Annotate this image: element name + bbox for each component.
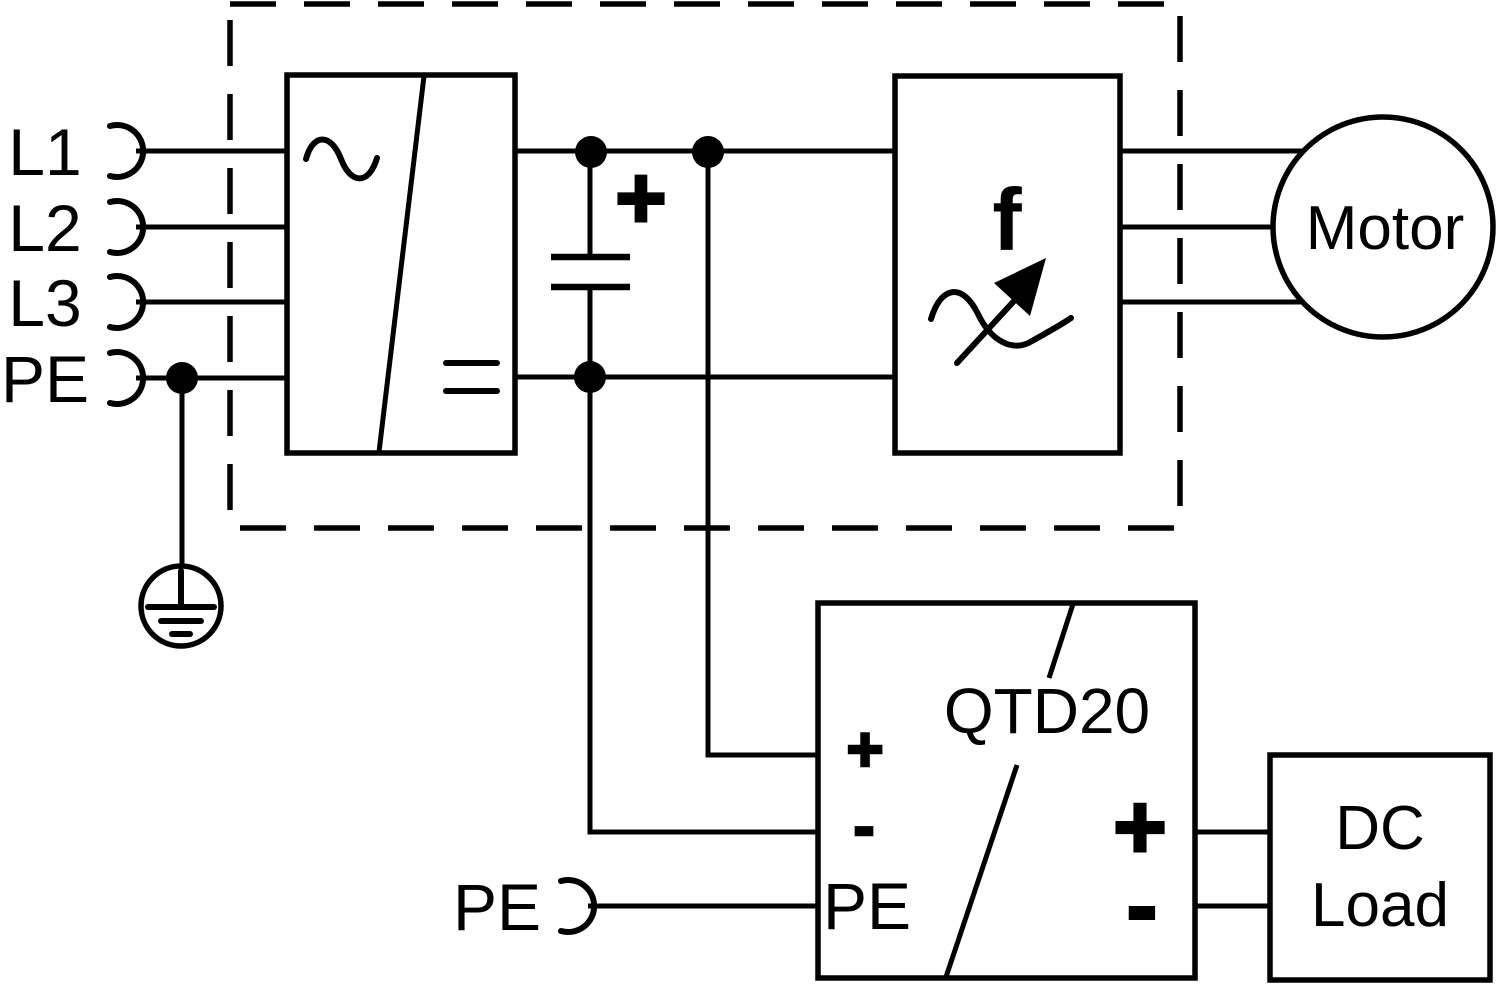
terminal-label-pe: PE xyxy=(1,342,89,416)
qtd20-output-plus-label: + xyxy=(1113,776,1167,878)
dc-load-label-line2: Load xyxy=(1311,871,1449,940)
variable-arrow-shaft xyxy=(954,298,1017,366)
ac-sine-icon xyxy=(303,136,380,182)
motor-label: Motor xyxy=(1306,194,1464,263)
qtd20-input-pe-label: PE xyxy=(823,869,911,943)
qtd20-diagonal-lower xyxy=(943,764,1020,978)
pe-bottom-terminal: PE xyxy=(453,870,818,944)
qtd20-diagonal-upper xyxy=(1046,603,1076,679)
motor-circle xyxy=(1270,114,1496,340)
qtd20-output-minus-label: - xyxy=(1127,855,1158,957)
inverter-frequency-label: f xyxy=(992,170,1022,269)
pe-input-label: PE xyxy=(453,870,541,944)
junction-dot xyxy=(575,136,607,168)
terminal-label-l2: L2 xyxy=(8,191,81,265)
ac-input-terminals: L1 L2 L3 PE xyxy=(1,115,287,416)
rectifier-block xyxy=(284,72,518,456)
wire-plus-tap xyxy=(705,152,818,758)
terminal-label-l3: L3 xyxy=(8,266,81,340)
variable-frequency-sine-icon xyxy=(928,289,1074,349)
qtd20-input-plus-label: + xyxy=(846,713,883,785)
dc-link-plus-label: + xyxy=(615,148,666,247)
wire-minus-tap xyxy=(587,377,818,835)
dc-tap-wires xyxy=(587,152,818,835)
inverter-box xyxy=(892,73,1123,456)
motor: Motor xyxy=(1120,114,1496,340)
drive-enclosure-outline xyxy=(227,1,1183,531)
dc-load-label-line1: DC xyxy=(1335,794,1425,863)
qtd20-input-minus-label: - xyxy=(853,790,874,862)
qtd20-converter: QTD20 + - PE + - xyxy=(815,600,1270,981)
terminal-label-l1: L1 xyxy=(8,115,81,189)
converter-diagonal xyxy=(376,75,427,453)
qtd20-model-label: QTD20 xyxy=(944,675,1150,747)
dc-load: DC Load xyxy=(1267,752,1493,983)
dc-load-box xyxy=(1267,752,1493,983)
pe-ground-branch xyxy=(138,362,224,649)
variable-arrow-head-icon xyxy=(994,258,1046,316)
protective-earth-icon xyxy=(138,563,224,649)
inverter-block: f xyxy=(892,73,1123,456)
